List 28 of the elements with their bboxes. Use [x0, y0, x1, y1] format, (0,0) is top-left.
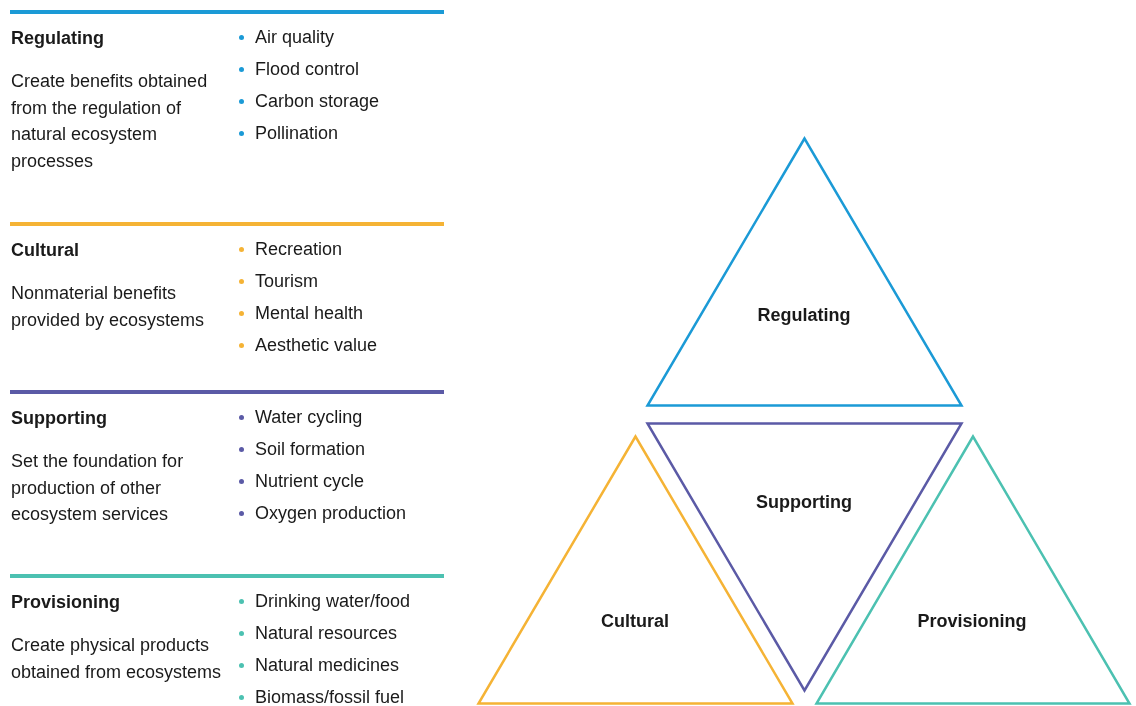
list-item: Oxygen production	[238, 503, 407, 524]
list-item: Natural resources	[238, 623, 398, 644]
triangle-label: Regulating	[757, 304, 851, 326]
section-heading: Regulating	[11, 28, 104, 49]
list-item: Tourism	[238, 271, 318, 292]
section-description: Nonmaterial benefits provided by ecosystems	[11, 282, 206, 332]
list-item: Drinking water/food	[238, 591, 411, 612]
list-item: Mental health	[238, 303, 364, 324]
list-item: Biomass/fossil fuel	[238, 687, 405, 706]
section-description: Create physical products obtained from ecosystems	[11, 634, 223, 684]
list-item: Water cycling	[238, 407, 363, 428]
triangle-label: Provisioning	[917, 610, 1027, 632]
section-heading: Supporting	[11, 408, 107, 429]
list-item: Soil formation	[238, 439, 366, 460]
list-item: Flood control	[238, 59, 360, 80]
triangle-label: Supporting	[756, 491, 852, 513]
triangle-label: Cultural	[601, 610, 669, 632]
list-item: Aesthetic value	[238, 335, 378, 356]
list-item: Pollination	[238, 123, 339, 144]
list-item: Recreation	[238, 239, 343, 260]
section-description: Create benefits obtained from the regulation of natural ecosystem processes	[11, 70, 209, 173]
list-item: Carbon storage	[238, 91, 380, 112]
list-item: Natural medicines	[238, 655, 400, 676]
list-item: Air quality	[238, 27, 335, 48]
section-heading: Provisioning	[11, 592, 120, 613]
list-item: Nutrient cycle	[238, 471, 365, 492]
section-heading: Cultural	[11, 240, 79, 261]
section-description: Set the foundation for production of other ecosystem services	[11, 450, 185, 526]
